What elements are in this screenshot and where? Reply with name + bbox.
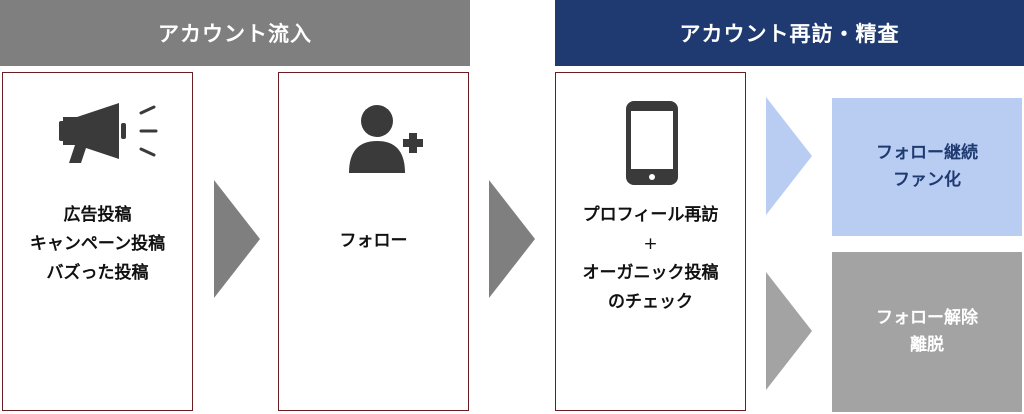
outcome-keep-line: フォロー継続 — [876, 143, 978, 163]
outcome-unfollow: フォロー解除 離脱 — [832, 252, 1022, 412]
step-follow-text: フォロー — [279, 227, 468, 256]
step-ads-line: 広告投稿 — [63, 205, 132, 225]
step-check-line: のチェック — [608, 292, 693, 312]
step-ads-text: 広告投稿 キャンペーン投稿 バズった投稿 — [3, 201, 192, 288]
header-account-inflow: アカウント流入 — [0, 0, 470, 66]
step-check-line: オーガニック投稿 — [582, 263, 719, 283]
step-check-line: プロフィール再訪 — [582, 205, 719, 225]
flow-arrow-1 — [214, 180, 260, 298]
outcome-leave-line: フォロー解除 — [876, 308, 978, 328]
smartphone-icon — [626, 101, 678, 185]
header-account-revisit: アカウント再訪・精査 — [555, 0, 1024, 66]
outcome-leave-line: 離脱 — [910, 335, 944, 355]
flow-arrow-2 — [489, 180, 535, 298]
step-box-check: プロフィール再訪 + オーガニック投稿 のチェック — [555, 72, 746, 411]
step-ads-line: バズった投稿 — [46, 263, 149, 283]
megaphone-icon — [59, 103, 158, 163]
step-check-text: プロフィール再訪 + オーガニック投稿 のチェック — [556, 201, 745, 317]
step-follow-line: フォロー — [339, 231, 408, 251]
user-add-icon — [349, 105, 423, 173]
step-box-ads: 広告投稿 キャンペーン投稿 バズった投稿 — [2, 72, 193, 411]
step-check-line: + — [643, 234, 658, 254]
outcome-keep-line: ファン化 — [893, 170, 961, 190]
step-box-follow: フォロー — [278, 72, 469, 411]
branch-arrow-keep — [766, 97, 812, 215]
step-ads-line: キャンペーン投稿 — [29, 234, 166, 254]
outcome-keep-following: フォロー継続 ファン化 — [832, 98, 1022, 236]
branch-arrow-leave — [766, 272, 812, 390]
